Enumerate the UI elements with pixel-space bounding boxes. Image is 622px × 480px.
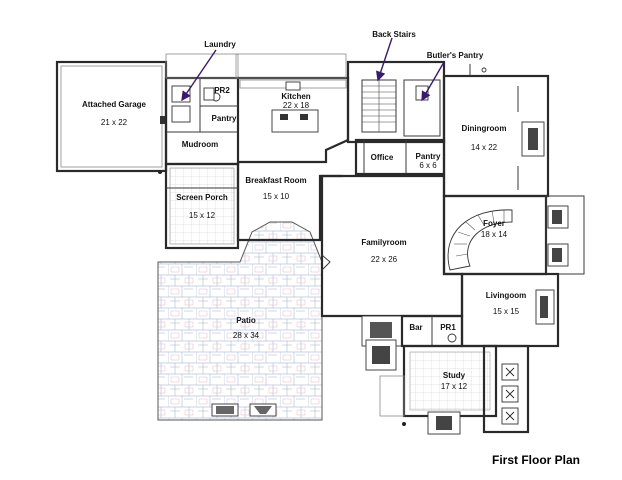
garage-size: 21 x 22 <box>101 118 128 127</box>
familyroom-size: 22 x 26 <box>371 255 398 264</box>
study-label: Study <box>443 371 466 380</box>
kitchen-label: Kitchen <box>281 92 310 101</box>
breakfast-label: Breakfast Room <box>245 176 306 185</box>
patio-size: 28 x 34 <box>233 331 260 340</box>
kitchen-size: 22 x 18 <box>283 101 310 110</box>
pr2-label: PR2 <box>214 86 230 95</box>
garage-label: Attached Garage <box>82 100 147 109</box>
familyroom-label: Familyroom <box>361 238 406 247</box>
study-size: 17 x 12 <box>441 382 468 391</box>
kitchen-walls <box>235 53 350 164</box>
diningroom-size: 14 x 22 <box>471 143 498 152</box>
patio-area <box>157 221 323 421</box>
foyer-size: 18 x 14 <box>481 230 508 239</box>
foyer-label: Foyer <box>483 219 505 228</box>
butlers-pantry-label: Butler's Pantry <box>427 51 484 60</box>
livingroom-label: Livingoom <box>486 291 526 300</box>
breakfast-porch-walls <box>164 162 342 250</box>
bar-label: Bar <box>409 323 422 332</box>
screen-porch-size: 15 x 12 <box>189 211 216 220</box>
pr1-label: PR1 <box>440 323 456 332</box>
callout-arrows <box>181 37 445 102</box>
patio-label: Patio <box>236 316 256 325</box>
diningroom-label: Diningroom <box>462 124 507 133</box>
front-porch <box>482 344 530 434</box>
garage-walls <box>55 60 168 173</box>
pantry-label: Pantry <box>416 152 441 161</box>
mudroom-label: Mudroom <box>182 140 218 149</box>
foyer-walls <box>442 194 585 276</box>
diningroom-walls <box>442 64 550 198</box>
screen-porch-label: Screen Porch <box>176 193 228 202</box>
laundry-label: Laundry <box>204 40 236 49</box>
office-label: Office <box>371 153 394 162</box>
breakfast-size: 15 x 10 <box>263 192 290 201</box>
pantry-size: 6 x 6 <box>419 161 437 170</box>
back-stairs-label: Back Stairs <box>372 30 416 39</box>
pantry-small-label: Pantry <box>212 114 237 123</box>
livingroom-size: 15 x 15 <box>493 307 520 316</box>
plan-title: First Floor Plan <box>492 453 580 467</box>
study-wing-walls <box>158 170 498 435</box>
